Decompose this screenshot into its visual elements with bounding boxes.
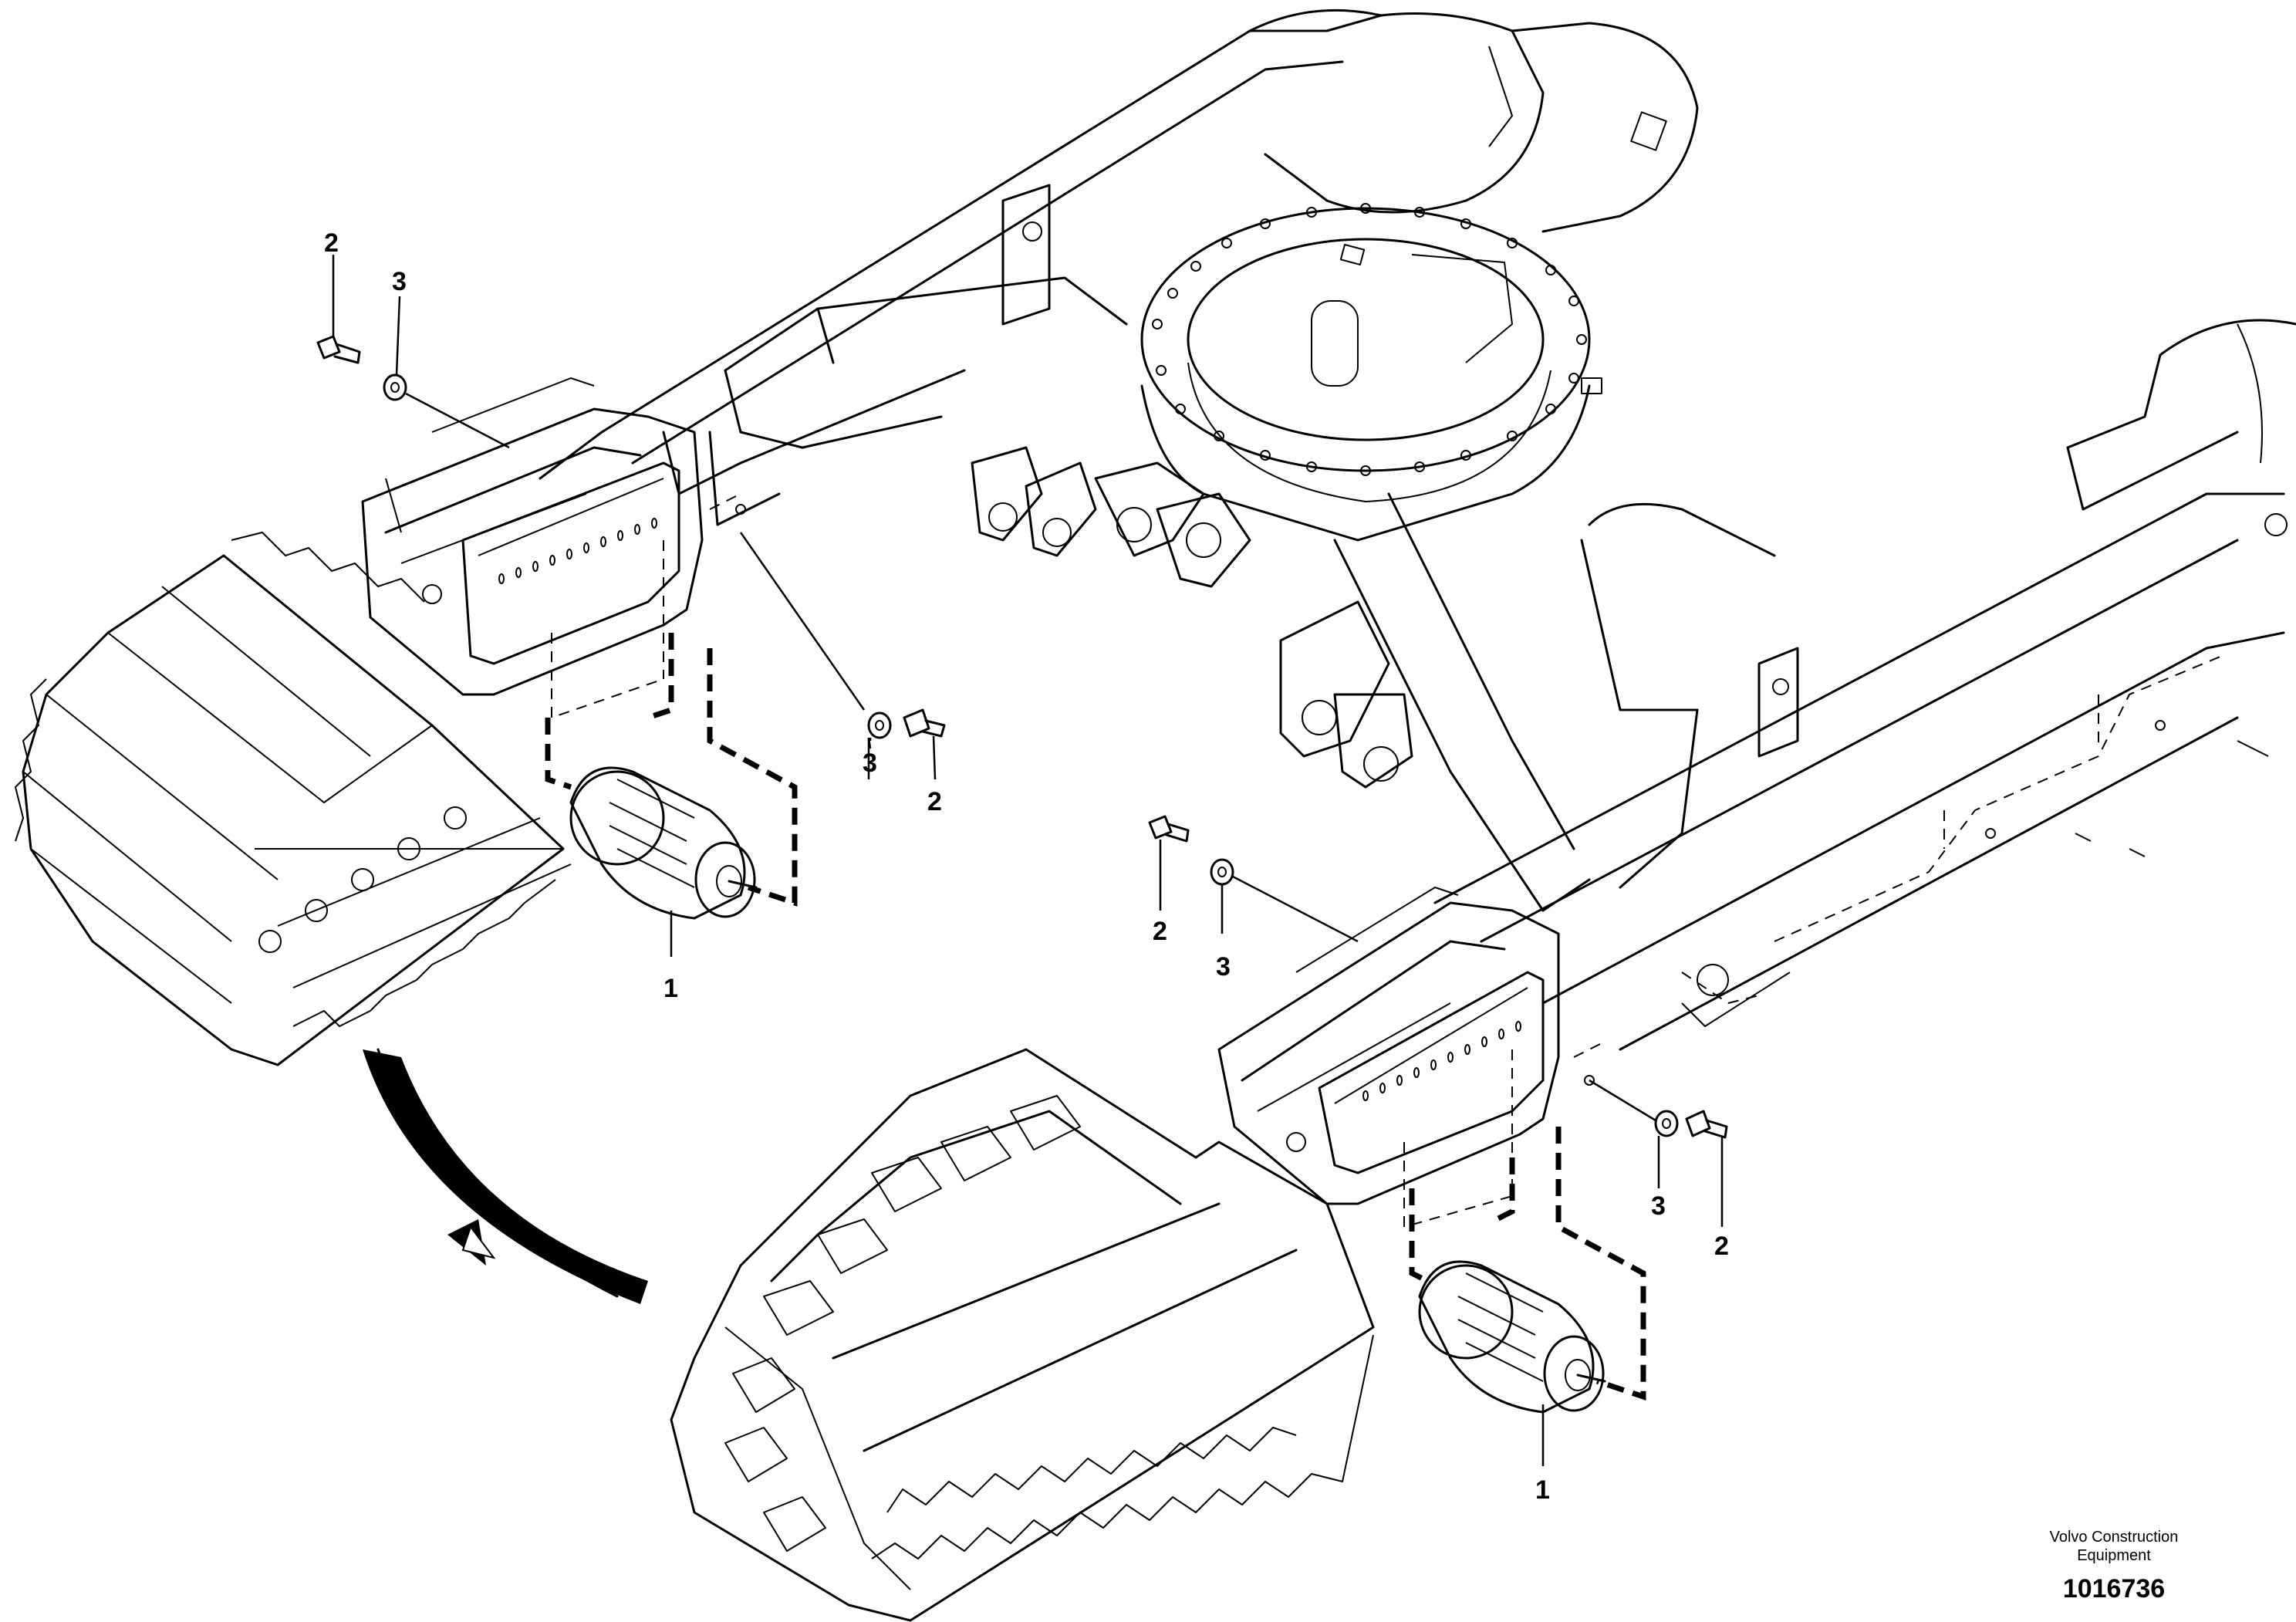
washer-icon (867, 711, 892, 739)
right-roller-bracket (1217, 887, 1606, 1228)
ring-bolt-holes (1152, 203, 1587, 476)
bolt-icon (1685, 1110, 1728, 1139)
bolt-icon (903, 708, 946, 738)
callout-washer: 3 (1651, 1191, 1666, 1221)
steel-track (15, 532, 572, 1066)
callout-washer: 3 (1216, 952, 1231, 982)
callout-bolt: 2 (1714, 1232, 1729, 1261)
bolt-icon (1148, 815, 1190, 843)
washer-icon (1210, 858, 1234, 886)
bracket-hole-row (498, 518, 657, 584)
washer-icon (1654, 1110, 1679, 1137)
rubber-track (670, 1048, 1375, 1622)
callout-washer: 3 (392, 267, 407, 296)
track-lugs (724, 1095, 1081, 1552)
track-roller-right (1418, 1260, 1606, 1414)
title-block: Volvo Construction Equipment 1016736 (2050, 1529, 2179, 1603)
track-teeth (871, 1334, 1374, 1559)
callout-washer: 3 (863, 748, 877, 778)
callout-bolt: 2 (1153, 917, 1167, 946)
conversion-arrow (363, 1048, 648, 1304)
washer-icon (383, 373, 407, 401)
leader-lines (332, 255, 1724, 1466)
track-links (258, 806, 467, 953)
swing-bracket (971, 446, 1413, 789)
callout-roller: 1 (663, 974, 678, 1003)
callout-bolt: 2 (324, 228, 339, 258)
mounting-paths (545, 633, 1646, 1401)
document-number: 1016736 (2063, 1574, 2165, 1603)
bolt-icon (316, 335, 361, 364)
credit-line-1: Volvo Construction (2050, 1529, 2179, 1546)
credit-line-2: Equipment (2077, 1547, 2151, 1564)
callout-bolt: 2 (927, 787, 942, 816)
track-roller-left (569, 766, 758, 920)
bracket-hole-row (1362, 1021, 1521, 1101)
undercarriage-frame (539, 8, 2296, 1051)
callout-labels: 2 3 3 2 1 2 3 3 2 1 (324, 228, 1729, 1505)
callout-roller: 1 (1535, 1475, 1550, 1505)
left-roller-bracket (361, 377, 746, 719)
